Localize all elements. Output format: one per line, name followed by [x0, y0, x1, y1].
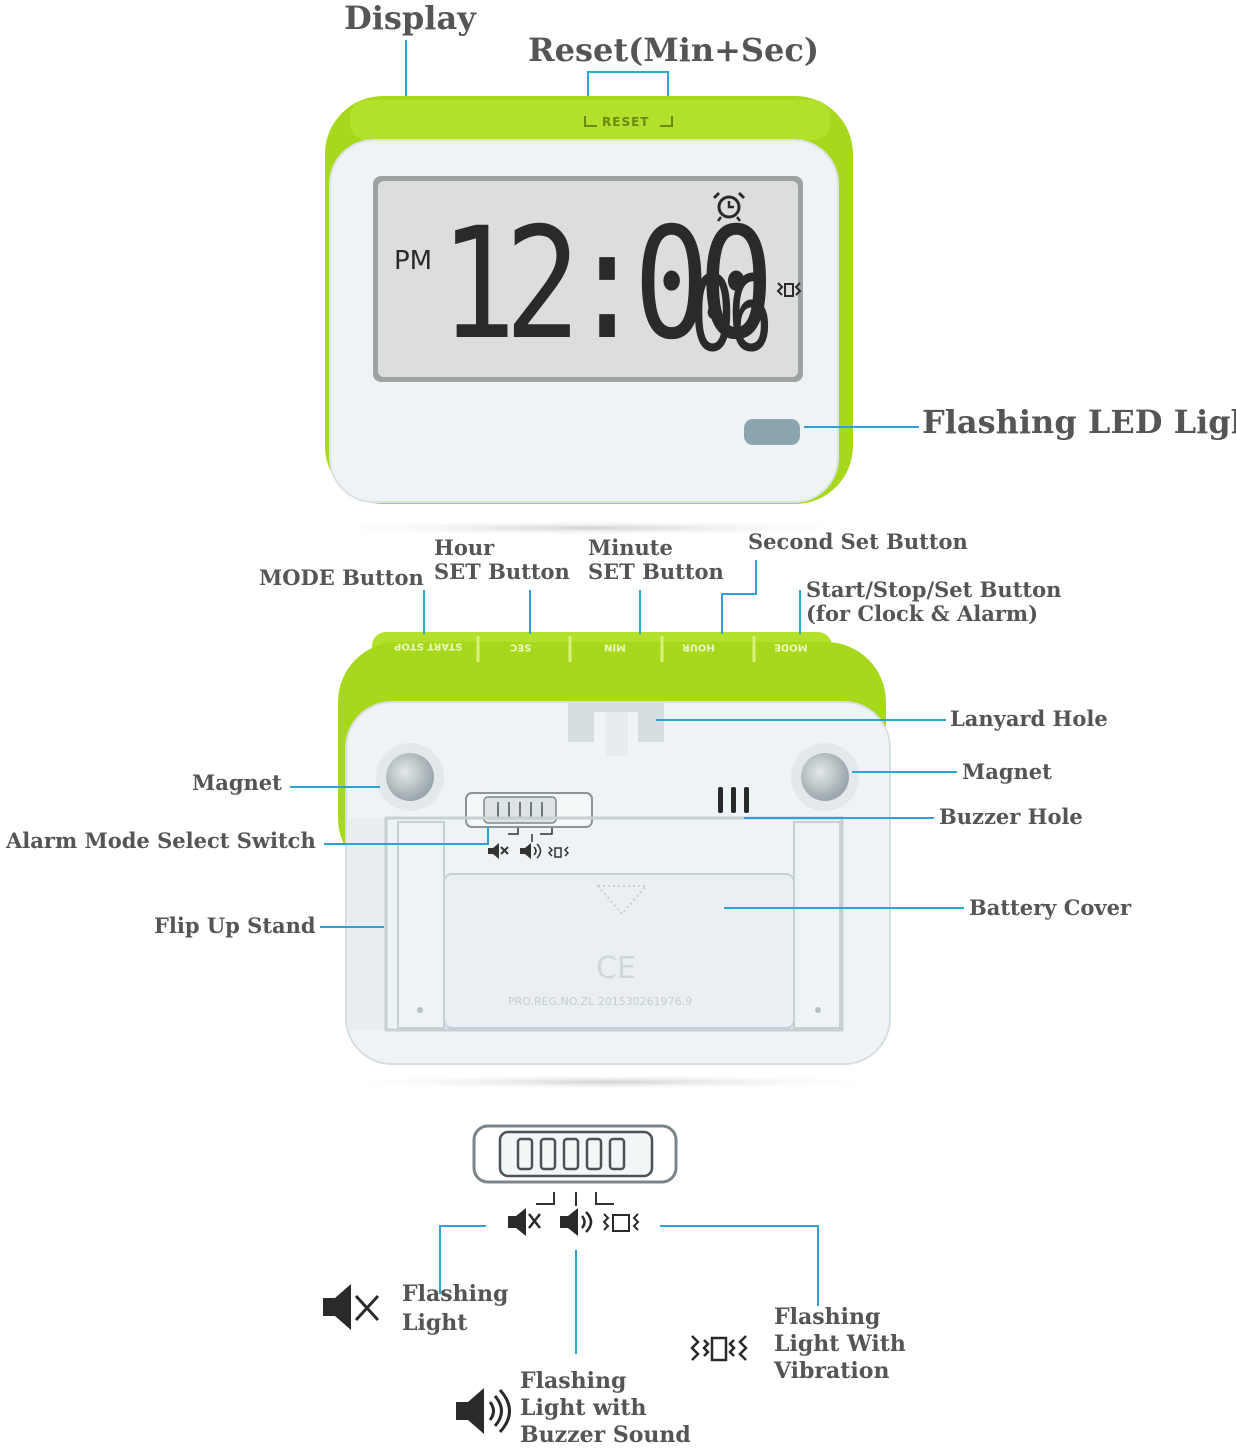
alarm-switch-label: Alarm Mode Select Switch — [6, 828, 316, 853]
vibration-indicator-icon — [776, 282, 802, 297]
magnet-left-label: Magnet — [192, 770, 282, 795]
back-leaders — [290, 560, 964, 928]
mode-button-label: MODE Button — [259, 565, 424, 590]
buzzer-holes — [718, 787, 749, 813]
display-label: Display — [344, 0, 476, 37]
battery-cover[interactable] — [443, 873, 795, 1029]
alarm-clock-icon — [712, 191, 746, 222]
lcd-time: 12:00 — [440, 195, 774, 374]
flip-stand-label: Flip Up Stand — [154, 913, 316, 938]
button-min[interactable]: MIN — [604, 641, 627, 653]
mute-small-icon — [508, 1208, 541, 1236]
magnet-right — [791, 743, 859, 811]
lanyard-label: Lanyard Hole — [950, 706, 1108, 731]
reset-label: Reset(Min+Sec) — [528, 31, 819, 69]
back-clock — [320, 632, 900, 1090]
reset-button[interactable] — [584, 116, 673, 127]
lcd-meridiem: PM — [394, 246, 433, 276]
magnet-left — [376, 743, 444, 811]
front-clock — [300, 96, 880, 536]
battery-label: Battery Cover — [969, 895, 1132, 920]
switch-detail — [472, 1124, 678, 1206]
speaker-small-icon — [560, 1208, 593, 1236]
hour-set-label: Hour SET Button — [434, 535, 570, 585]
button-hour[interactable]: HOUR — [682, 641, 715, 653]
minute-set-label: Minute SET Button — [588, 535, 724, 585]
flip-up-stand[interactable] — [348, 816, 844, 1032]
switch-mode-icons — [488, 843, 570, 859]
mode-vibration-label: Flashing Light With Vibration — [774, 1304, 906, 1384]
mute-icon — [323, 1284, 380, 1330]
led-label: Flashing LED Light — [922, 403, 1236, 441]
flashing-led — [744, 419, 800, 445]
magnet-right-label: Magnet — [962, 759, 1052, 784]
speaker-icon — [456, 1388, 511, 1434]
mode-silent-label: Flashing Light — [402, 1281, 509, 1336]
button-mode[interactable]: MODE — [774, 641, 808, 653]
vibration-icon — [690, 1335, 748, 1362]
button-sec[interactable]: SEC — [510, 641, 532, 653]
button-start-stop[interactable]: START STOP — [394, 640, 463, 652]
ce-mark: CE — [596, 951, 636, 986]
detail-icons — [508, 1208, 640, 1236]
reset-button-text: RESET — [602, 115, 650, 129]
detail-leaders — [439, 1225, 819, 1354]
lcd-seconds: 06 — [690, 253, 773, 375]
cover-registration-text: PRO.REG.NO.ZL 201530261976.9 — [508, 995, 693, 1008]
buzzer-label: Buzzer Hole — [939, 804, 1083, 829]
vibration-small-icon — [602, 1213, 640, 1232]
start-stop-label: Start/Stop/Set Button (for Clock & Alarm… — [806, 577, 1062, 627]
mode-buzzer-label: Flashing Light with Buzzer Sound — [520, 1368, 691, 1448]
second-set-label: Second Set Button — [748, 529, 968, 554]
front-leaders — [405, 40, 919, 428]
